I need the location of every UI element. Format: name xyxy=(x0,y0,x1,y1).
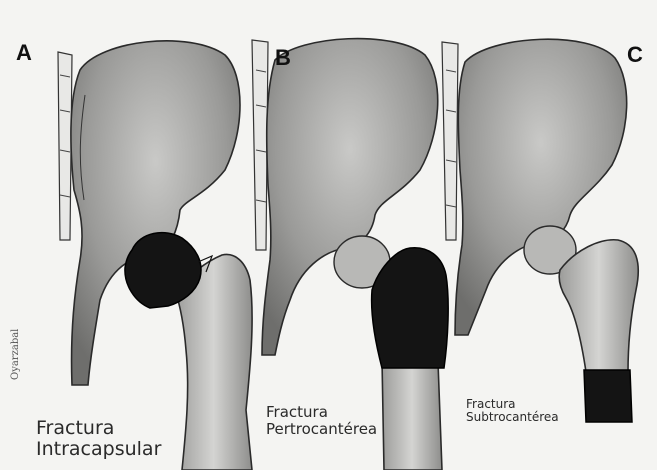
panel-a-caption: Fractura Intracapsular xyxy=(36,418,161,460)
panel-c-fracture-area xyxy=(584,370,632,422)
panel-b-caption-line1: Fractura xyxy=(266,404,377,421)
panel-c-proximal-femur xyxy=(559,240,638,372)
panel-a-caption-line2: Intracapsular xyxy=(36,439,161,460)
panel-b-letter: B xyxy=(275,45,291,71)
panel-b-caption: Fractura Pertrocantérea xyxy=(266,404,377,437)
panel-a-drawing xyxy=(58,41,252,470)
artist-signature: Oyarzabal xyxy=(10,329,21,380)
panel-b-caption-line2: Pertrocantérea xyxy=(266,421,377,438)
panel-a-letter: A xyxy=(16,40,32,66)
panel-b-femur xyxy=(382,356,442,470)
panel-a-spine xyxy=(58,52,72,240)
panel-c-caption-line2: Subtrocantérea xyxy=(466,411,559,424)
panel-c-drawing xyxy=(442,39,638,422)
panel-c-letter: C xyxy=(627,42,643,68)
panel-a-caption-line1: Fractura xyxy=(36,418,161,439)
panel-c-caption: Fractura Subtrocantérea xyxy=(466,398,559,424)
